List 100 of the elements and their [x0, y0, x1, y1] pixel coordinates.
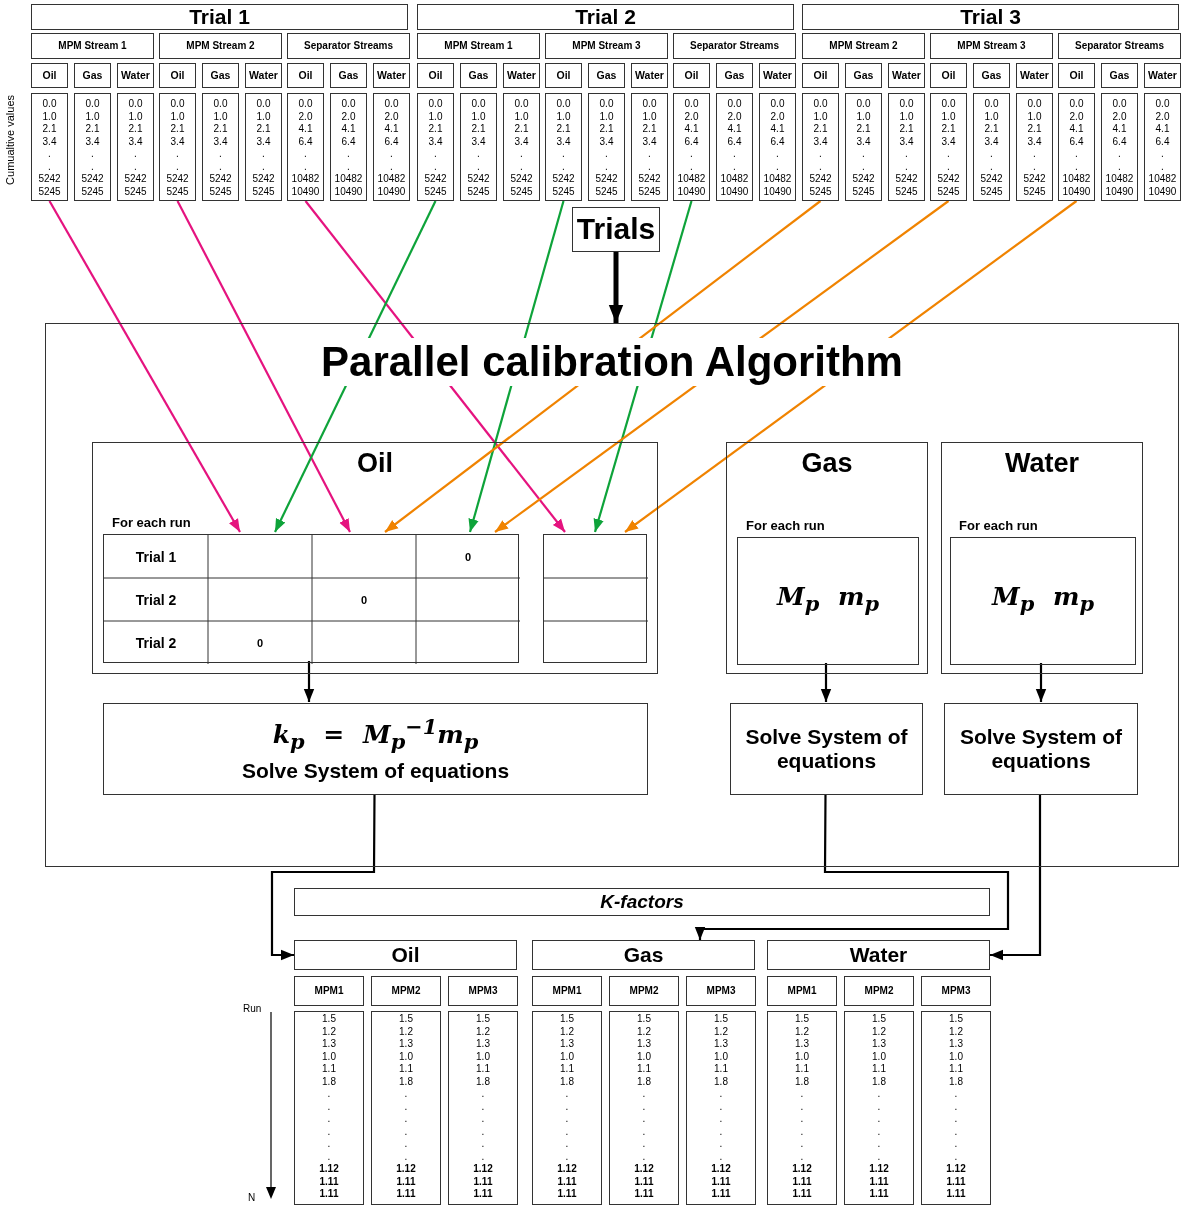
cell-value: 0 — [464, 550, 472, 563]
value-list: 1.5 1.2 1.3 1.0 1.1 1.8 . . . . . . 1.12 1.11 1.11 — [371, 1013, 441, 1201]
value-list: 1.5 1.2 1.3 1.0 1.1 1.8 . . . . . . 1.12 1.11 1.11 — [921, 1013, 991, 1201]
phase-panel — [92, 442, 658, 674]
stream-header — [930, 33, 1053, 59]
header-text: MPM1 — [787, 985, 817, 997]
header-text: Oil — [556, 69, 571, 82]
header-text: MPM Stream 1 — [444, 40, 513, 52]
column-header — [330, 63, 367, 88]
arrow — [48, 200, 241, 533]
column-header — [460, 63, 497, 88]
box-label: Solve System of equations — [241, 758, 510, 783]
header-text: Water — [763, 69, 792, 82]
header-text: Water — [377, 69, 406, 82]
header-text: MPM Stream 3 — [572, 40, 641, 52]
matrix-box — [737, 537, 919, 665]
header-text: MPM Stream 1 — [58, 40, 127, 52]
header-text: Gas — [801, 448, 853, 480]
column-header — [503, 63, 540, 88]
section-header — [802, 4, 1179, 30]
arrow — [694, 794, 1010, 940]
arrow — [990, 794, 1042, 961]
header-text: Gas — [596, 69, 617, 82]
box-label: Solve System of equations — [744, 724, 909, 774]
section-header — [417, 4, 794, 30]
value-list: 0.0 1.0 2.1 3.4 . . 5242 5245 — [973, 98, 1010, 198]
column-header — [117, 63, 154, 88]
column-header — [371, 976, 441, 1006]
value-list: 0.0 2.0 4.1 6.4 . . 10482 10490 — [373, 98, 410, 198]
header-text: MPM3 — [941, 985, 971, 997]
value-list: 0.0 2.0 4.1 6.4 . . 10482 10490 — [759, 98, 796, 198]
value-list: 0.0 1.0 2.1 3.4 . . 5242 5245 — [202, 98, 239, 198]
value-list: 0.0 1.0 2.1 3.4 . . 5242 5245 — [74, 98, 111, 198]
box-label: Solve System of equations — [958, 724, 1124, 774]
formula: k$_{p}$ = M$_{p}$$^{−1}$m$_{p}$ — [272, 715, 479, 755]
column-header — [802, 63, 839, 88]
header-text: Separator Streams — [304, 40, 393, 52]
column-header — [373, 63, 410, 88]
column-header — [1144, 63, 1181, 88]
stream-header — [159, 33, 282, 59]
header-text: Gas — [210, 69, 231, 82]
header-text: Water — [507, 69, 536, 82]
stream-header — [31, 33, 154, 59]
matrix-table — [103, 534, 519, 663]
column-header — [686, 976, 756, 1006]
value-list: 0.0 1.0 2.1 3.4 . . 5242 5245 — [460, 98, 497, 198]
cell-value: 0 — [256, 636, 264, 649]
value-list: 0.0 1.0 2.1 3.4 . . 5242 5245 — [503, 98, 540, 198]
header-text: Gas — [1109, 69, 1130, 82]
column-header — [921, 976, 991, 1006]
value-list: 0.0 1.0 2.1 3.4 . . 5242 5245 — [930, 98, 967, 198]
value-list: 0.0 1.0 2.1 3.4 . . 5242 5245 — [159, 98, 196, 198]
row-label: Trial 2 — [135, 634, 177, 651]
column-header — [1058, 63, 1095, 88]
header-text: Gas — [981, 69, 1002, 82]
header-text: Oil — [1069, 69, 1084, 82]
value-list: 0.0 1.0 2.1 3.4 . . 5242 5245 — [245, 98, 282, 198]
header-text: Water — [635, 69, 664, 82]
cell-value: 0 — [360, 593, 368, 606]
phase-header — [294, 940, 517, 970]
row-label: Trial 2 — [135, 591, 177, 608]
arrow — [820, 663, 832, 702]
caption-text: For each run — [112, 515, 191, 530]
header-text: Trial 1 — [189, 4, 250, 30]
column-header — [545, 63, 582, 88]
caption-text: For each run — [959, 518, 1038, 533]
header-text: Oil — [391, 942, 420, 968]
header-text: Water — [892, 69, 921, 82]
column-header — [417, 63, 454, 88]
header-text: MPM1 — [314, 985, 344, 997]
formula: M$_{p}$ m$_{p}$ — [992, 582, 1094, 616]
axis-label: N — [248, 1192, 256, 1203]
header-text: MPM Stream 3 — [957, 40, 1026, 52]
column-header — [532, 976, 602, 1006]
caption-text: For each run — [746, 518, 825, 533]
arrow — [608, 252, 624, 323]
stream-header — [673, 33, 796, 59]
value-list: 0.0 2.0 4.1 6.4 . . 10482 10490 — [1144, 98, 1181, 198]
value-list: 0.0 2.0 4.1 6.4 . . 10482 10490 — [287, 98, 324, 198]
phase-panel — [941, 442, 1143, 674]
column-header — [767, 976, 837, 1006]
header-text: Separator Streams — [1075, 40, 1164, 52]
header-text: Gas — [468, 69, 489, 82]
value-list: 0.0 2.0 4.1 6.4 . . 10482 10490 — [1101, 98, 1138, 198]
column-header — [844, 976, 914, 1006]
process-box — [944, 703, 1138, 795]
header-text: Gas — [338, 69, 359, 82]
value-list: 1.5 1.2 1.3 1.0 1.1 1.8 . . . . . . 1.12 1.11 1.11 — [532, 1013, 602, 1201]
column-header — [448, 976, 518, 1006]
column-header — [245, 63, 282, 88]
column-header — [287, 63, 324, 88]
header-text: Oil — [813, 69, 828, 82]
column-header — [159, 63, 196, 88]
header-text: Gas — [853, 69, 874, 82]
header-text: MPM3 — [706, 985, 736, 997]
value-list: 0.0 1.0 2.1 3.4 . . 5242 5245 — [31, 98, 68, 198]
header-text: MPM Stream 2 — [829, 40, 898, 52]
axis-label: Cumualtive values — [4, 95, 16, 185]
value-list: 1.5 1.2 1.3 1.0 1.1 1.8 . . . . . . 1.12 1.11 1.11 — [448, 1013, 518, 1201]
value-list: 0.0 2.0 4.1 6.4 . . 10482 10490 — [1058, 98, 1095, 198]
